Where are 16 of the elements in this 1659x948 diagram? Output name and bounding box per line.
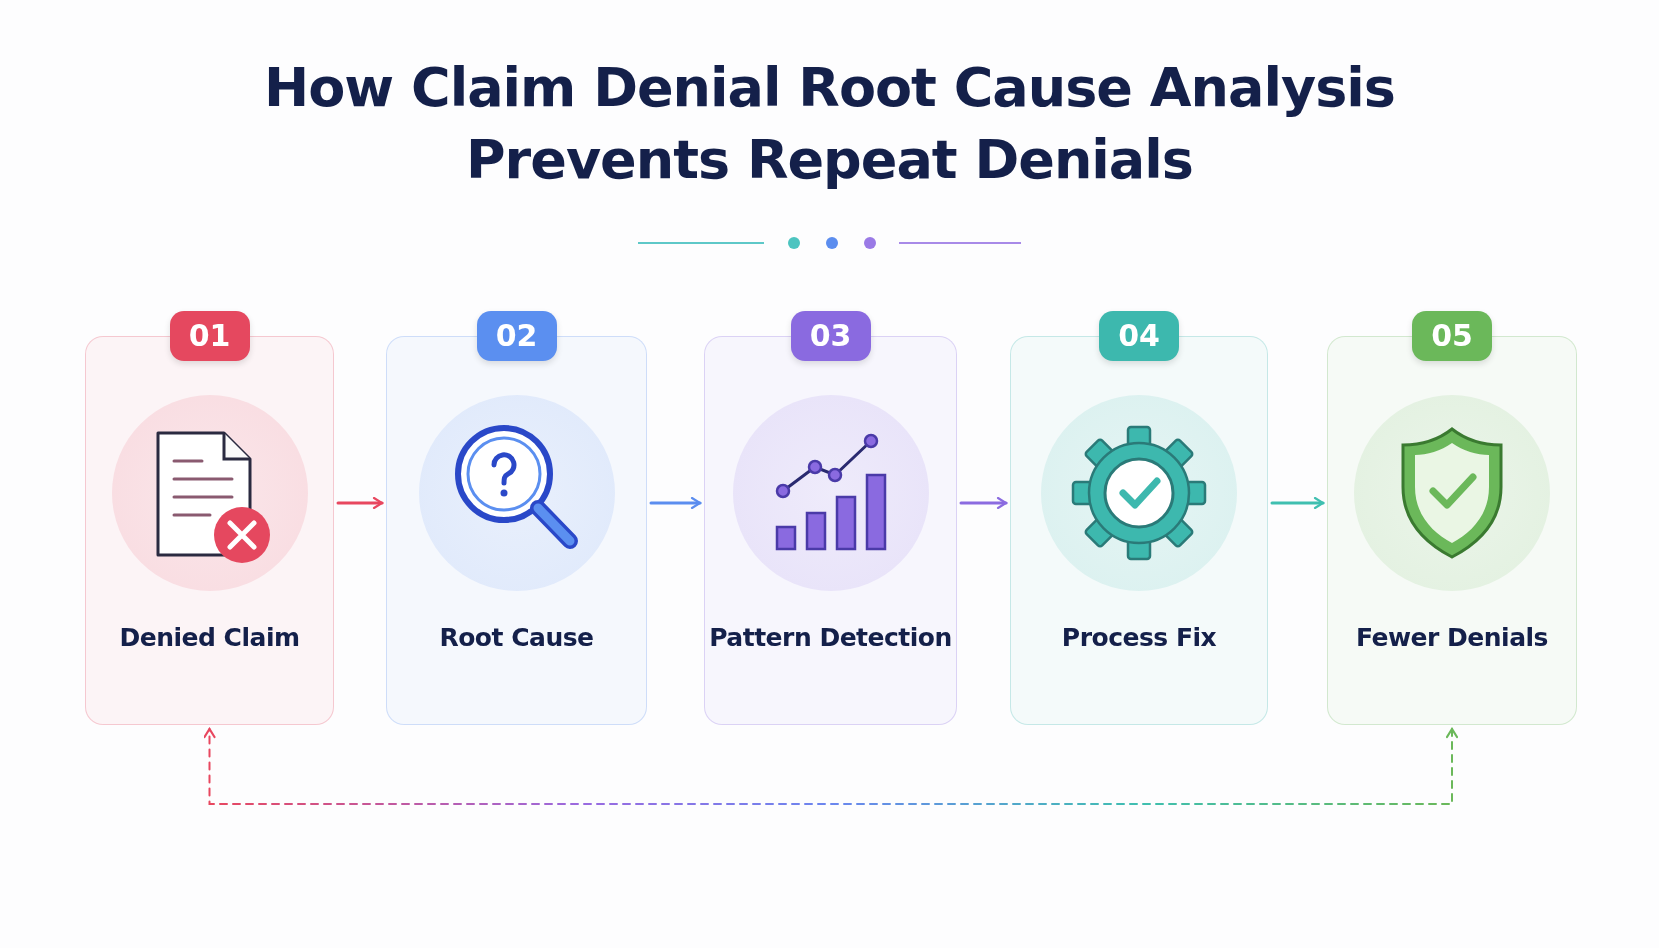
step-number-badge: 03 [790, 311, 871, 361]
step-label: Root Cause [438, 623, 595, 652]
flow-arrow [336, 496, 384, 510]
step-label: Process Fix [1060, 623, 1218, 652]
title: How Claim Denial Root Cause Analysis Prevents Repeat Denials [263, 55, 1396, 193]
flow-arrow [649, 496, 702, 510]
step-label: Pattern Detection [708, 623, 953, 652]
step-number-badge: 02 [476, 311, 557, 361]
feedback-loop-arrow [203, 727, 1459, 805]
step-number-badge: 01 [169, 311, 250, 361]
step-number-badge: 05 [1412, 311, 1492, 361]
step-label: Fewer Denials [1355, 623, 1549, 652]
step-label: Denied Claim [118, 623, 301, 652]
step-number-badge: 04 [1099, 311, 1179, 361]
flow-arrow [959, 496, 1008, 510]
flow-arrow [1270, 496, 1325, 510]
